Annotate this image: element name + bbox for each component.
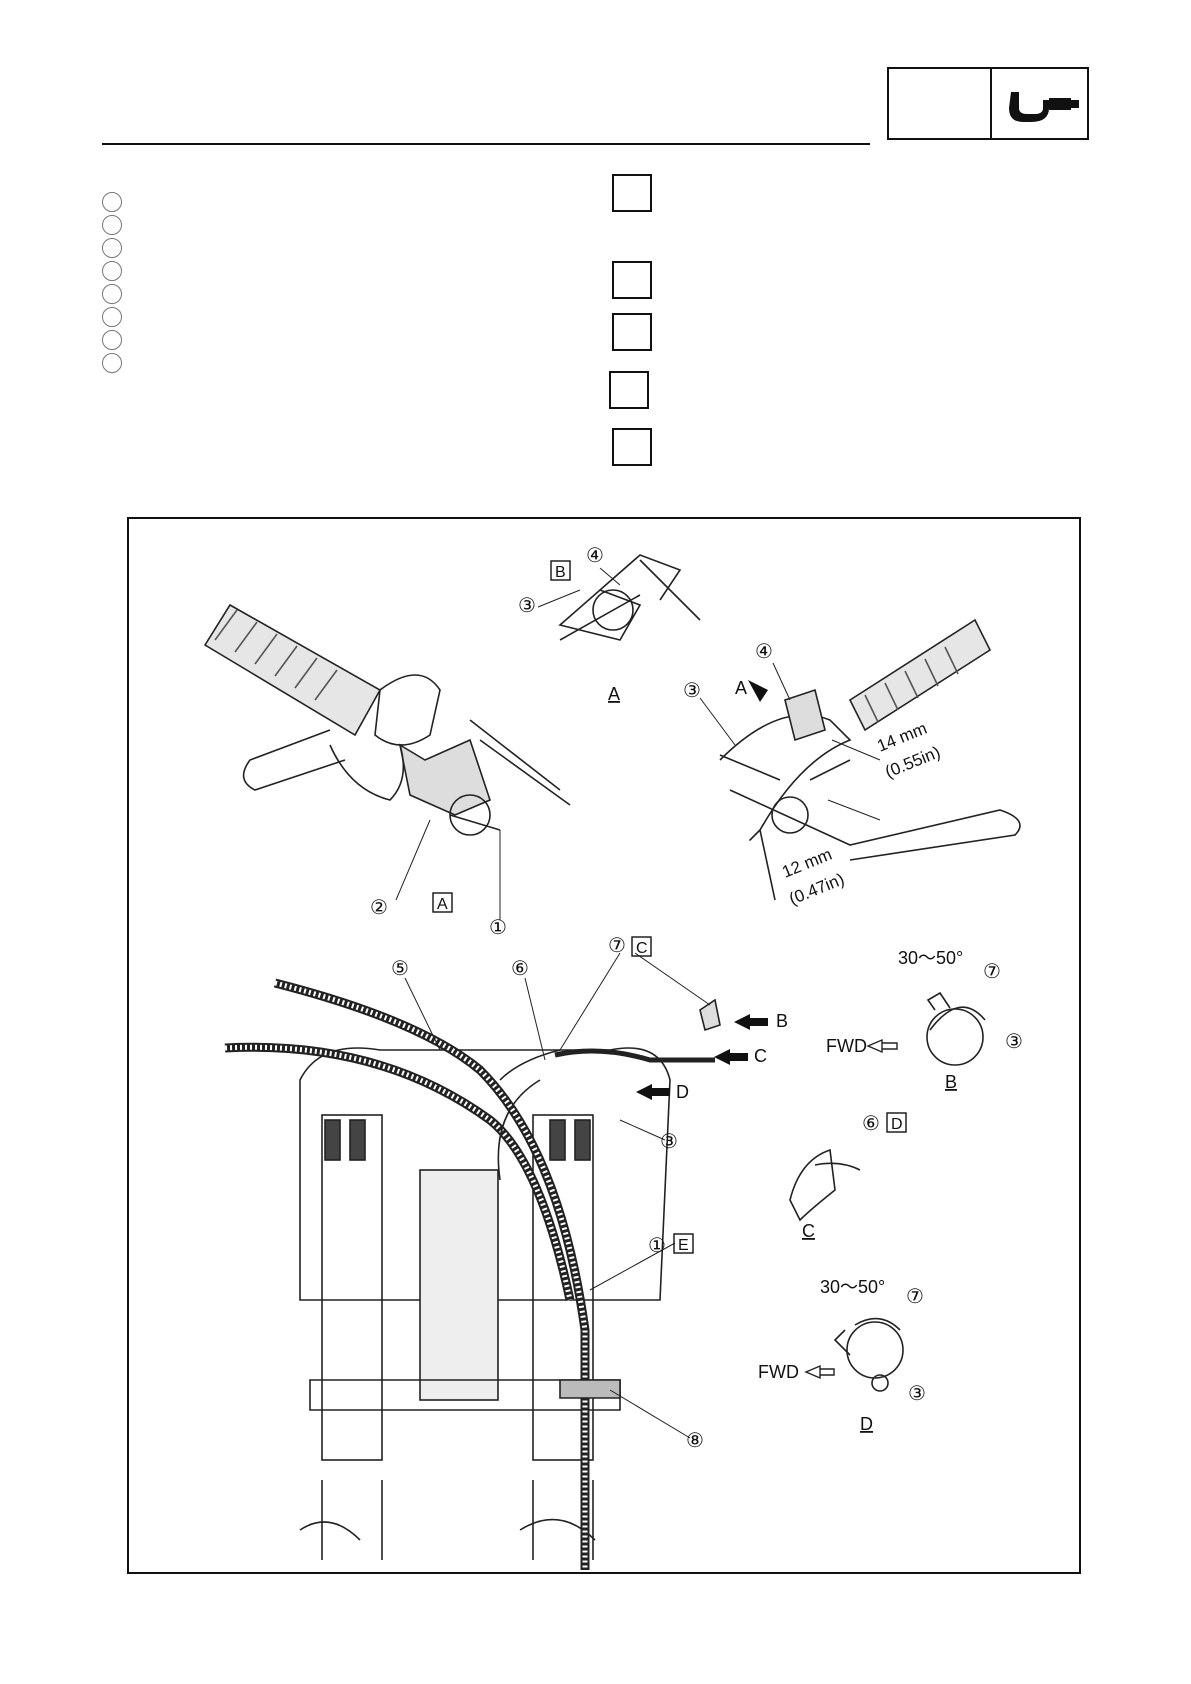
callout-4-top: ④ <box>586 545 604 567</box>
fwd-label-b: FWD <box>826 1036 867 1056</box>
callout-6-c: ⑥ <box>862 1113 880 1135</box>
callout-1-front: ① <box>648 1235 666 1257</box>
list-marker-4 <box>102 261 122 281</box>
note-box-1 <box>612 174 652 212</box>
arrow-label-a: A <box>735 678 747 698</box>
micrometer-tool-icon <box>1009 92 1079 122</box>
header-rule <box>102 143 870 145</box>
list-marker-3 <box>102 238 122 258</box>
callout-8: ⑧ <box>686 1430 704 1452</box>
callout-1-top: ① <box>489 917 507 939</box>
view-label-d: D <box>860 1414 873 1434</box>
arrow-label-c: C <box>754 1046 767 1066</box>
list-marker-6 <box>102 307 122 327</box>
angle-label-b: 30〜50° <box>898 948 963 968</box>
box-letter-b: B <box>555 564 566 581</box>
header-tab-divider <box>990 67 992 140</box>
note-box-2 <box>612 261 652 299</box>
list-marker-7 <box>102 330 122 350</box>
callout-7-d: ⑦ <box>906 1286 924 1308</box>
callout-4-right: ④ <box>755 641 773 663</box>
fwd-label-d: FWD <box>758 1362 799 1382</box>
note-box-5 <box>612 428 652 466</box>
detail-a-drawing <box>558 554 701 641</box>
callout-5: ⑤ <box>391 958 409 980</box>
detail-b-drawing <box>926 991 986 1066</box>
callout-3-front: ③ <box>660 1131 678 1153</box>
callout-2: ② <box>370 897 388 919</box>
callout-7-front: ⑦ <box>608 935 626 957</box>
callout-3-d: ③ <box>908 1383 926 1405</box>
list-marker-2 <box>102 215 122 235</box>
detail-c-drawing <box>789 1148 861 1222</box>
callout-6-front: ⑥ <box>511 958 529 980</box>
box-letter-e: E <box>678 1237 689 1254</box>
list-marker-5 <box>102 284 122 304</box>
view-label-a: A <box>608 684 620 704</box>
arrow-label-b: B <box>776 1011 788 1031</box>
callout-3-b: ③ <box>1005 1031 1023 1053</box>
left-handlebar-drawing <box>203 603 571 836</box>
box-letter-a: A <box>437 896 448 913</box>
callout-7-b: ⑦ <box>983 961 1001 983</box>
cables-drawing <box>224 978 721 1570</box>
right-handlebar-drawing <box>719 618 1021 901</box>
arrow-label-d: D <box>676 1082 689 1102</box>
box-letter-d: D <box>891 1116 903 1133</box>
box-letter-c: C <box>636 940 648 957</box>
list-marker-8 <box>102 353 122 373</box>
angle-label-d: 30〜50° <box>820 1277 885 1297</box>
illustration-frame <box>127 517 1081 1574</box>
header-tab-box <box>887 67 1089 140</box>
note-box-3 <box>612 313 652 351</box>
note-box-4 <box>609 371 649 409</box>
callout-3-top: ③ <box>518 595 536 617</box>
detail-d-drawing <box>833 1317 904 1392</box>
view-label-b: B <box>945 1072 957 1092</box>
view-label-c: C <box>802 1221 815 1241</box>
callout-3-right: ③ <box>683 680 701 702</box>
list-marker-1 <box>102 192 122 212</box>
